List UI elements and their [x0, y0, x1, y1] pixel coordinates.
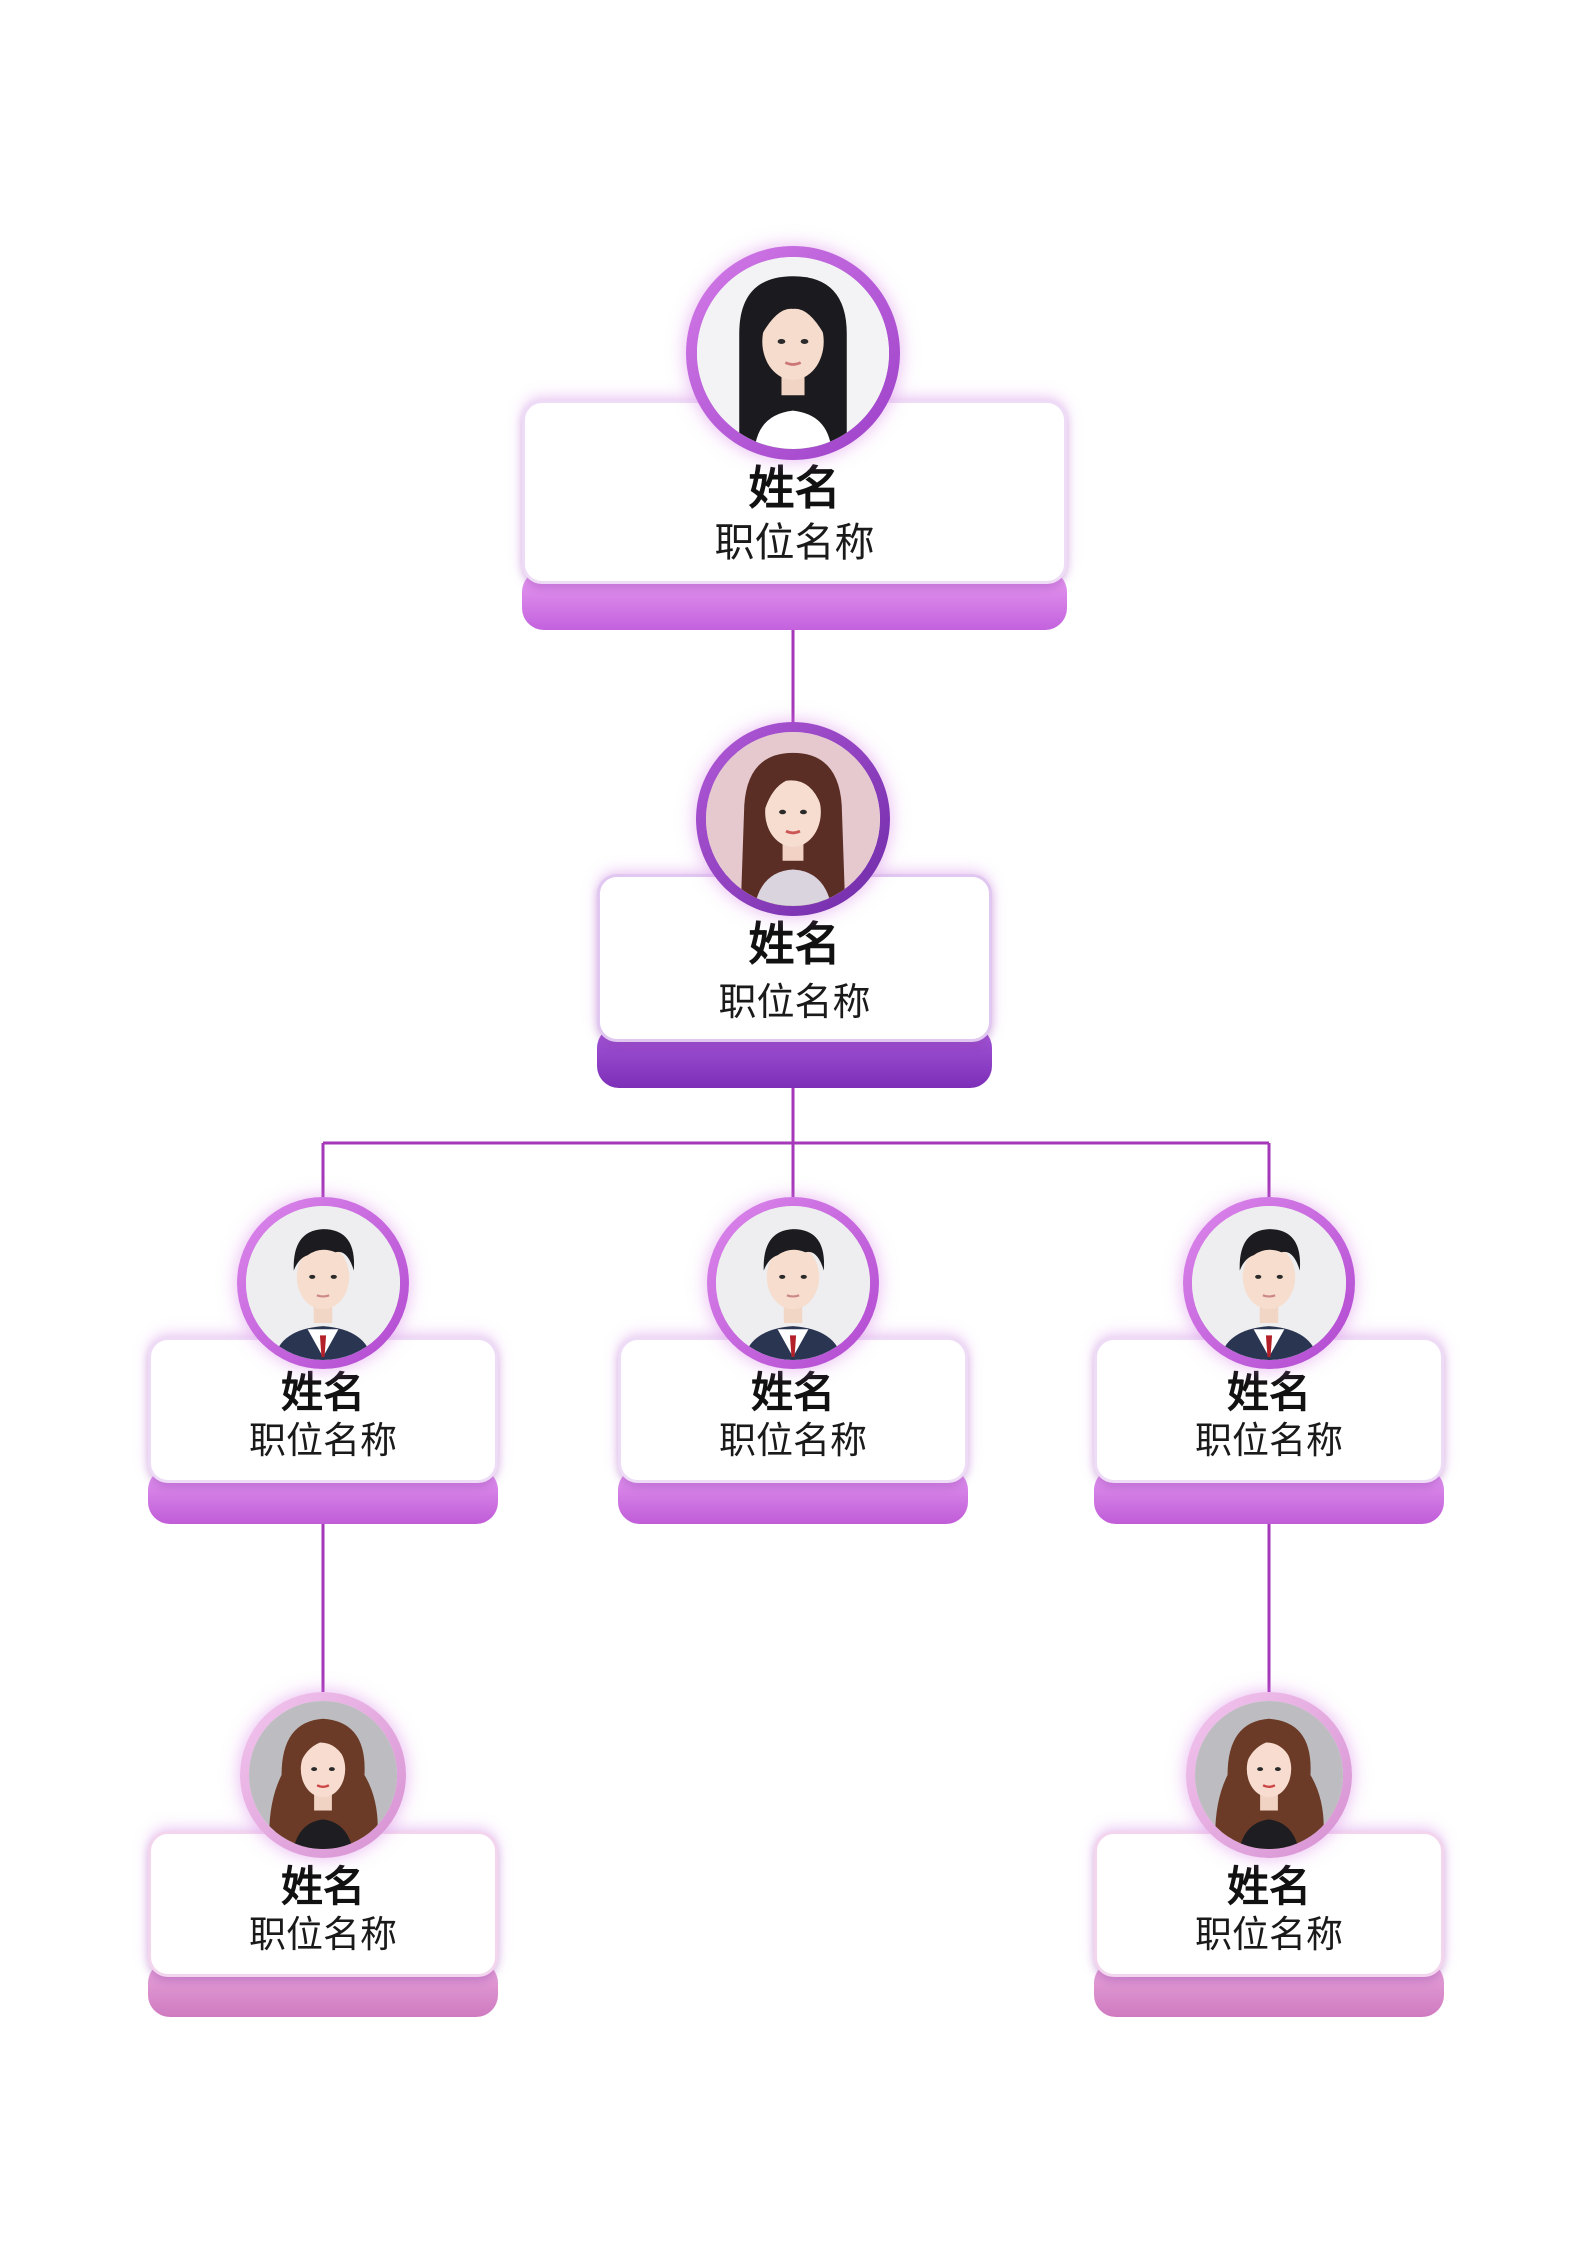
female-long-black-hair-avatar[interactable] [697, 257, 889, 449]
job-title: 职位名称 [1195, 1913, 1343, 1956]
node-level4-right[interactable]: 姓名 职位名称 [1094, 1831, 1444, 2017]
person-name: 姓名 [1226, 1862, 1311, 1911]
person-name: 姓名 [750, 1368, 835, 1417]
job-title: 职位名称 [718, 980, 871, 1024]
person-name: 姓名 [1226, 1368, 1311, 1417]
person-name: 姓名 [280, 1368, 365, 1417]
male-suit-avatar[interactable] [716, 1206, 870, 1360]
node-level4-left[interactable]: 姓名 职位名称 [148, 1831, 498, 2017]
avatar-illustration [249, 1701, 397, 1849]
job-title: 职位名称 [714, 520, 875, 566]
avatar-illustration [706, 732, 880, 906]
job-title: 职位名称 [249, 1419, 397, 1462]
node-level3-center[interactable]: 姓名 职位名称 [618, 1337, 968, 1524]
avatar-illustration [716, 1206, 870, 1360]
card-face: 姓名 职位名称 [618, 1337, 968, 1483]
female-brown-hair-avatar[interactable] [706, 732, 880, 906]
avatar-illustration [1192, 1206, 1346, 1360]
person-name: 姓名 [748, 461, 841, 515]
male-suit-avatar[interactable] [246, 1206, 400, 1360]
avatar-illustration [697, 257, 889, 449]
person-name: 姓名 [748, 917, 841, 971]
female-wavy-hair-avatar[interactable] [1195, 1701, 1343, 1849]
avatar-illustration [246, 1206, 400, 1360]
job-title: 职位名称 [719, 1419, 867, 1462]
person-name: 姓名 [280, 1862, 365, 1911]
female-wavy-hair-avatar[interactable] [249, 1701, 397, 1849]
job-title: 职位名称 [249, 1913, 397, 1956]
job-title: 职位名称 [1195, 1419, 1343, 1462]
avatar-illustration [1195, 1701, 1343, 1849]
male-suit-avatar[interactable] [1192, 1206, 1346, 1360]
